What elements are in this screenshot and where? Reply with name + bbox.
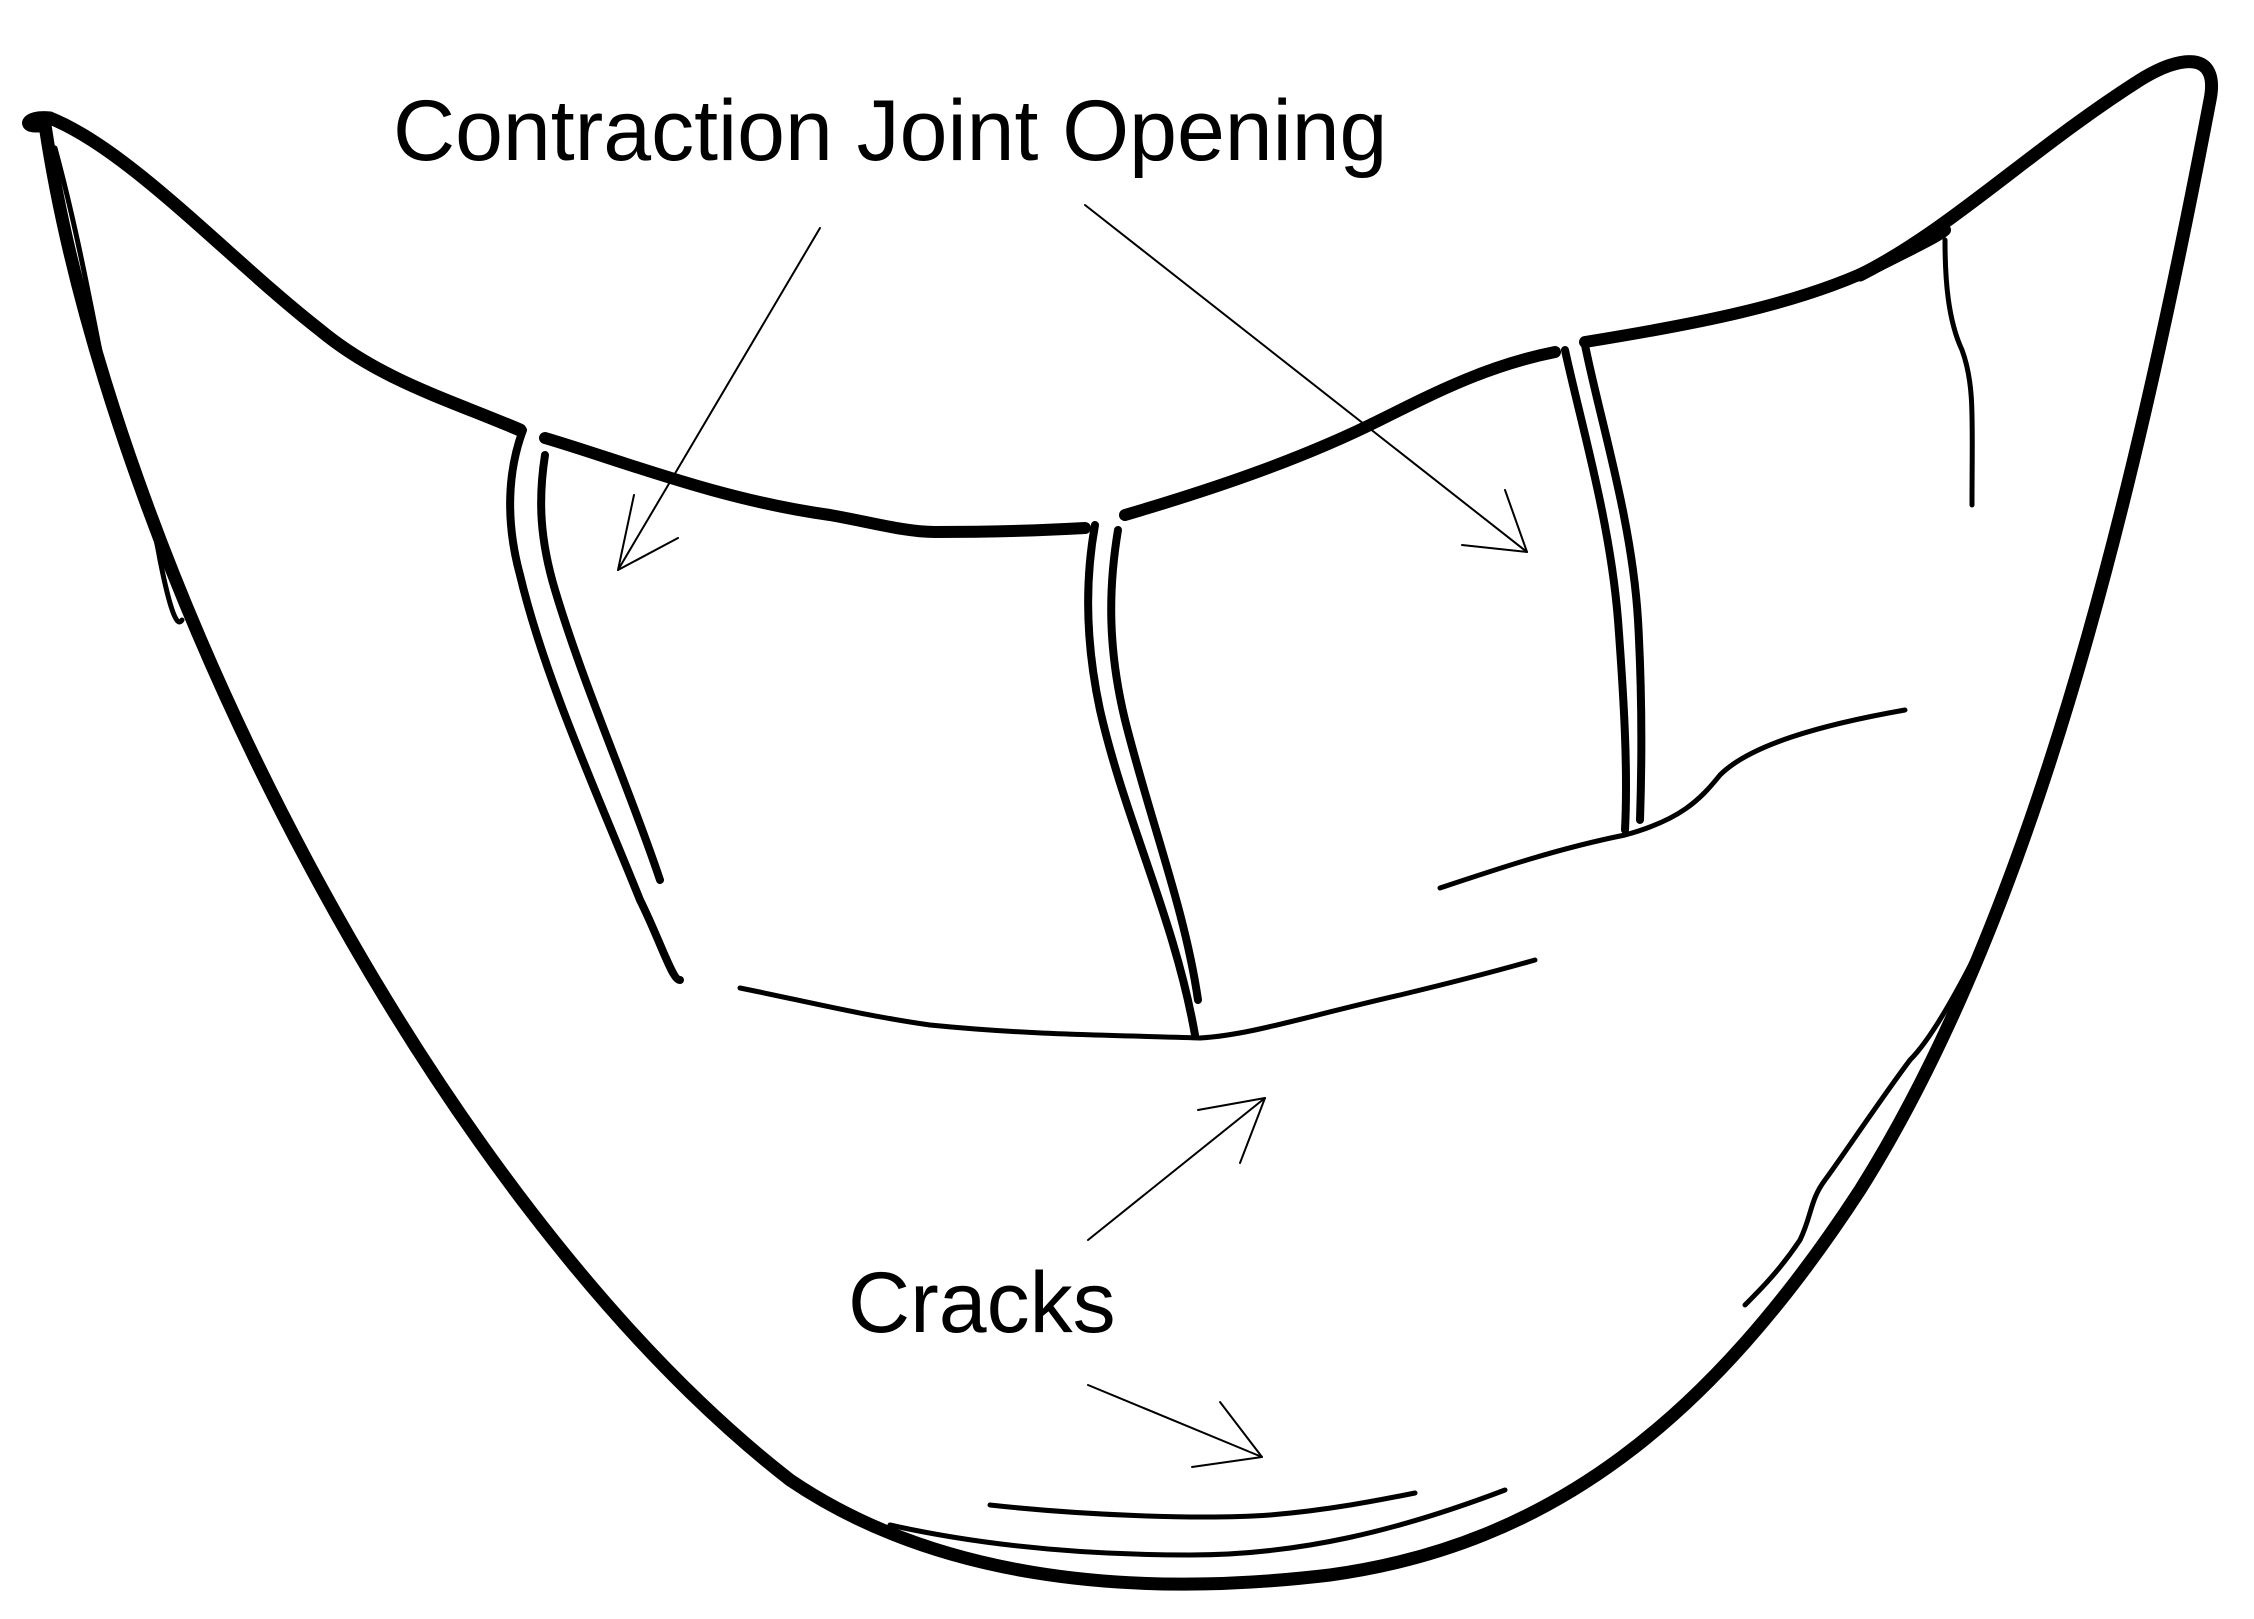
contraction-joint-2-a [1084,521,1199,1039]
crest-segment-1 [539,432,1091,538]
crack-horizontal-right [1437,707,1908,891]
contraction-joint-1-b [537,451,664,884]
arrow-crack-bottom [1087,1384,1263,1458]
label-contraction-joint-opening: Contraction Joint Opening [393,83,1387,179]
label-cracks: Cracks [848,1255,1116,1351]
crack-horizontal-middle [737,957,1538,1041]
crack-left-wall [52,145,185,625]
dam-left-horn [22,111,527,437]
contraction-joint-1-a [506,426,684,984]
arrow-joint-left [617,227,821,571]
contraction-joint-3-b [1581,341,1646,824]
contraction-joint-3-a [1561,346,1631,834]
arrow-crack-middle-head [1197,1097,1266,1164]
crest-segment-3 [1579,224,1951,348]
contraction-joint-2-b [1107,526,1202,1004]
crack-bottom-2 [887,1487,1508,1558]
arrow-joint-left-head [617,494,679,571]
crack-right-wall [1742,902,2003,1308]
arrow-joint-right-head [1461,489,1528,553]
arrow-crack-middle [1087,1097,1266,1241]
arrow-joint-right [1084,204,1528,553]
crack-right-top [1942,237,1975,508]
crack-bottom-1 [987,1490,1418,1520]
crest-segment-2 [1119,346,1561,521]
dam-outline [38,55,2218,1591]
arrow-crack-bottom-head [1191,1401,1263,1468]
